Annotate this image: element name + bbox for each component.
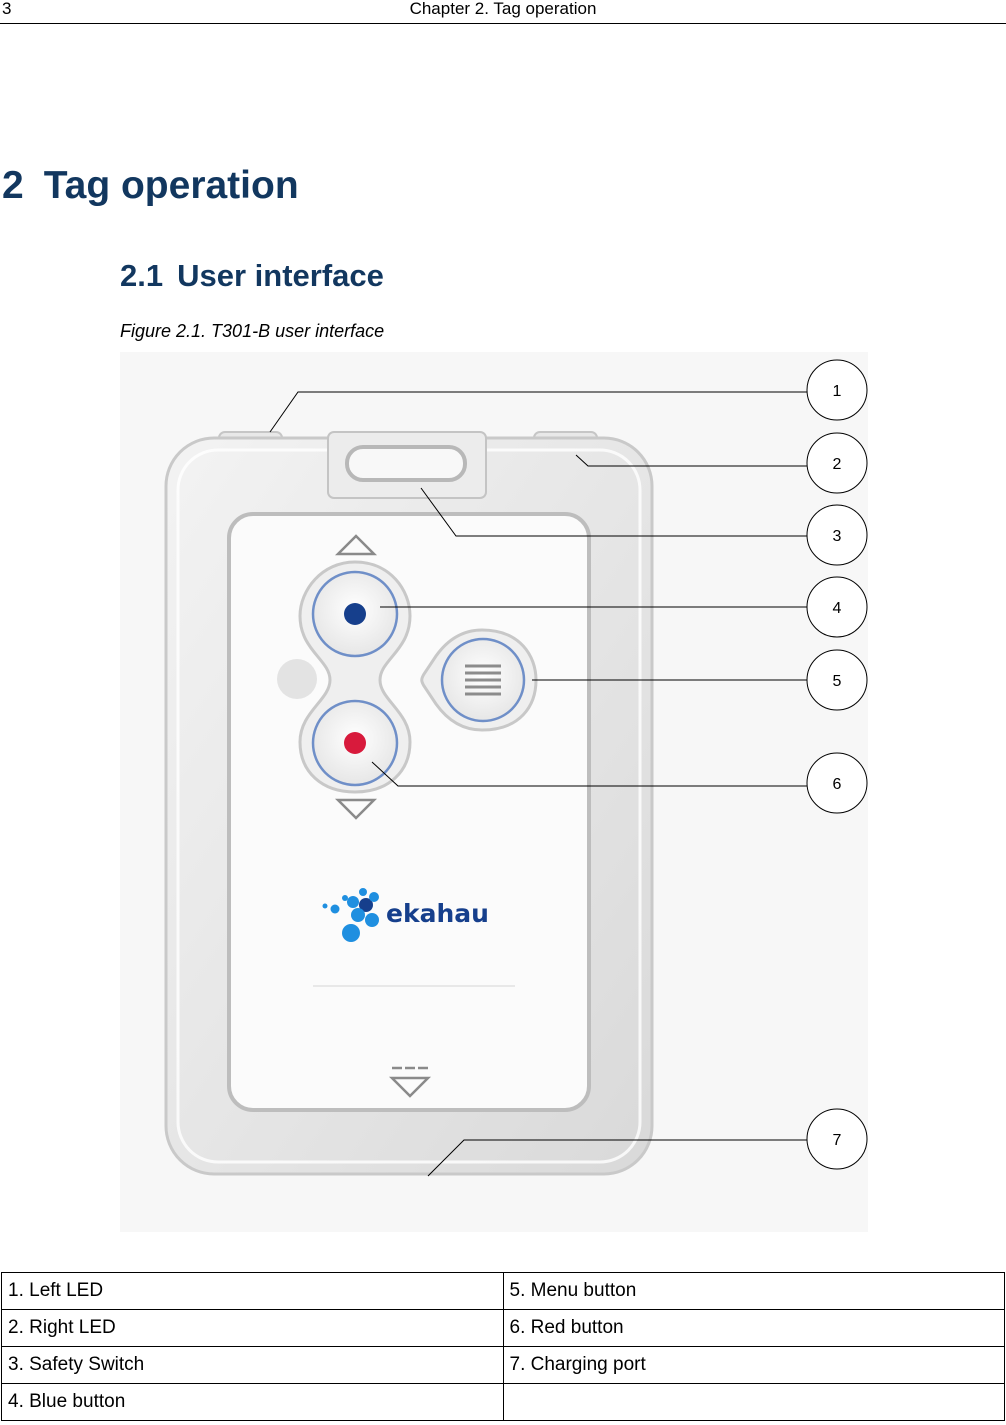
legend-cell: 6. Red button (502, 1309, 1005, 1347)
leader-line-7 (427, 1139, 808, 1177)
callout-4: 4 (806, 576, 868, 638)
callout-3: 3 (806, 504, 868, 566)
up-arrow-icon (334, 534, 378, 556)
tag-figure: ekahau 1 2 3 4 5 6 (164, 359, 868, 1177)
callout-2: 2 (806, 432, 868, 494)
figure-caption: Figure 2.1. T301-B user interface (120, 321, 385, 341)
running-header: 3 Chapter 2. Tag operation (0, 0, 1006, 24)
safety-switch-slot (345, 445, 467, 482)
chapter-number: 2 (2, 164, 24, 207)
svg-text:5: 5 (833, 673, 842, 690)
chapter-title: 2 Tag operation (2, 164, 299, 208)
svg-text:3: 3 (833, 528, 842, 545)
callout-7: 7 (806, 1108, 868, 1170)
legend-cell: 3. Safety Switch (1, 1346, 504, 1384)
ekahau-logo: ekahau (322, 888, 489, 942)
legend-cell (502, 1383, 1005, 1421)
callout-1: 1 (806, 359, 868, 421)
leader-line-6 (371, 761, 808, 787)
svg-text:7: 7 (833, 1132, 842, 1149)
red-button-dot (344, 732, 366, 754)
indicator-dot (277, 659, 317, 699)
menu-icon (465, 664, 501, 696)
leader-line-3 (420, 487, 808, 537)
svg-text:1: 1 (833, 383, 842, 400)
section-title-text: User interface (177, 258, 384, 293)
leader-line-2 (575, 454, 808, 467)
legend-cell: 4. Blue button (1, 1383, 504, 1421)
table-row: 4. Blue button (1, 1383, 1005, 1421)
charging-icon (388, 1066, 432, 1098)
chapter-title-text: Tag operation (43, 164, 299, 207)
svg-text:2: 2 (833, 456, 842, 473)
legend-cell: 1. Left LED (1, 1272, 504, 1310)
table-row: 3. Safety Switch 7. Charging port (1, 1346, 1005, 1384)
legend-cell: 5. Menu button (502, 1272, 1005, 1310)
legend-cell: 7. Charging port (502, 1346, 1005, 1384)
down-arrow-icon (334, 798, 378, 820)
leader-line-1 (269, 391, 808, 433)
callout-6: 6 (806, 752, 868, 814)
svg-text:4: 4 (833, 600, 842, 617)
section-title: 2.1 User interface (120, 258, 384, 294)
callout-5: 5 (806, 649, 868, 711)
svg-text:6: 6 (833, 776, 842, 793)
table-row: 1. Left LED 5. Menu button (1, 1272, 1005, 1310)
legend-cell: 2. Right LED (1, 1309, 504, 1347)
leader-lines (269, 391, 808, 1177)
page-number: 3 (2, 0, 12, 18)
blue-button-dot (344, 603, 366, 625)
section-number: 2.1 (120, 258, 164, 293)
brand-logo-text: ekahau (386, 899, 489, 928)
running-header-chapter: Chapter 2. Tag operation (409, 0, 597, 18)
legend-table: 1. Left LED 5. Menu button 2. Right LED … (1, 1272, 1005, 1421)
table-row: 2. Right LED 6. Red button (1, 1309, 1005, 1347)
